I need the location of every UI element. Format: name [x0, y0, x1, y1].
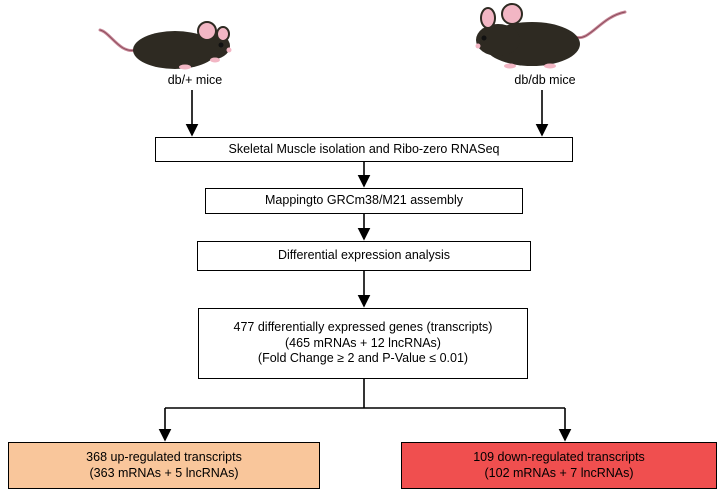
step-rnaseq-box: Skeletal Muscle isolation and Ribo-zero …	[155, 137, 573, 162]
step-deg-line1: 477 differentially expressed genes (tran…	[233, 320, 493, 335]
right-mouse-label: db/db mice	[514, 73, 576, 87]
upregulated-line2: (363 mRNAs + 5 lncRNAs)	[89, 465, 239, 480]
left-mouse-label: db/+ mice	[167, 73, 223, 87]
downregulated-box: 109 down-regulated transcripts (102 mRNA…	[401, 442, 717, 489]
step-deg-line3: (Fold Change ≥ 2 and P-Value ≤ 0.01)	[257, 351, 469, 366]
step-mapping-text: Mappingto GRCm38/M21 assembly	[265, 193, 463, 208]
step-deg-box: 477 differentially expressed genes (tran…	[198, 308, 528, 379]
upregulated-line1: 368 up-regulated transcripts	[86, 449, 242, 464]
step-mapping-box: Mappingto GRCm38/M21 assembly	[205, 188, 523, 214]
mouse-icon	[475, 3, 627, 69]
step-differential-box: Differential expression analysis	[197, 241, 531, 271]
upregulated-box: 368 up-regulated transcripts (363 mRNAs …	[8, 442, 320, 489]
step-differential-text: Differential expression analysis	[277, 248, 451, 263]
step-rnaseq-text: Skeletal Muscle isolation and Ribo-zero …	[228, 141, 500, 156]
downregulated-line2: (102 mRNAs + 7 lncRNAs)	[484, 465, 634, 480]
step-deg-line2: (465 mRNAs + 12 lncRNAs)	[285, 335, 441, 350]
downregulated-line1: 109 down-regulated transcripts	[473, 449, 645, 464]
mouse-icon	[98, 21, 232, 70]
